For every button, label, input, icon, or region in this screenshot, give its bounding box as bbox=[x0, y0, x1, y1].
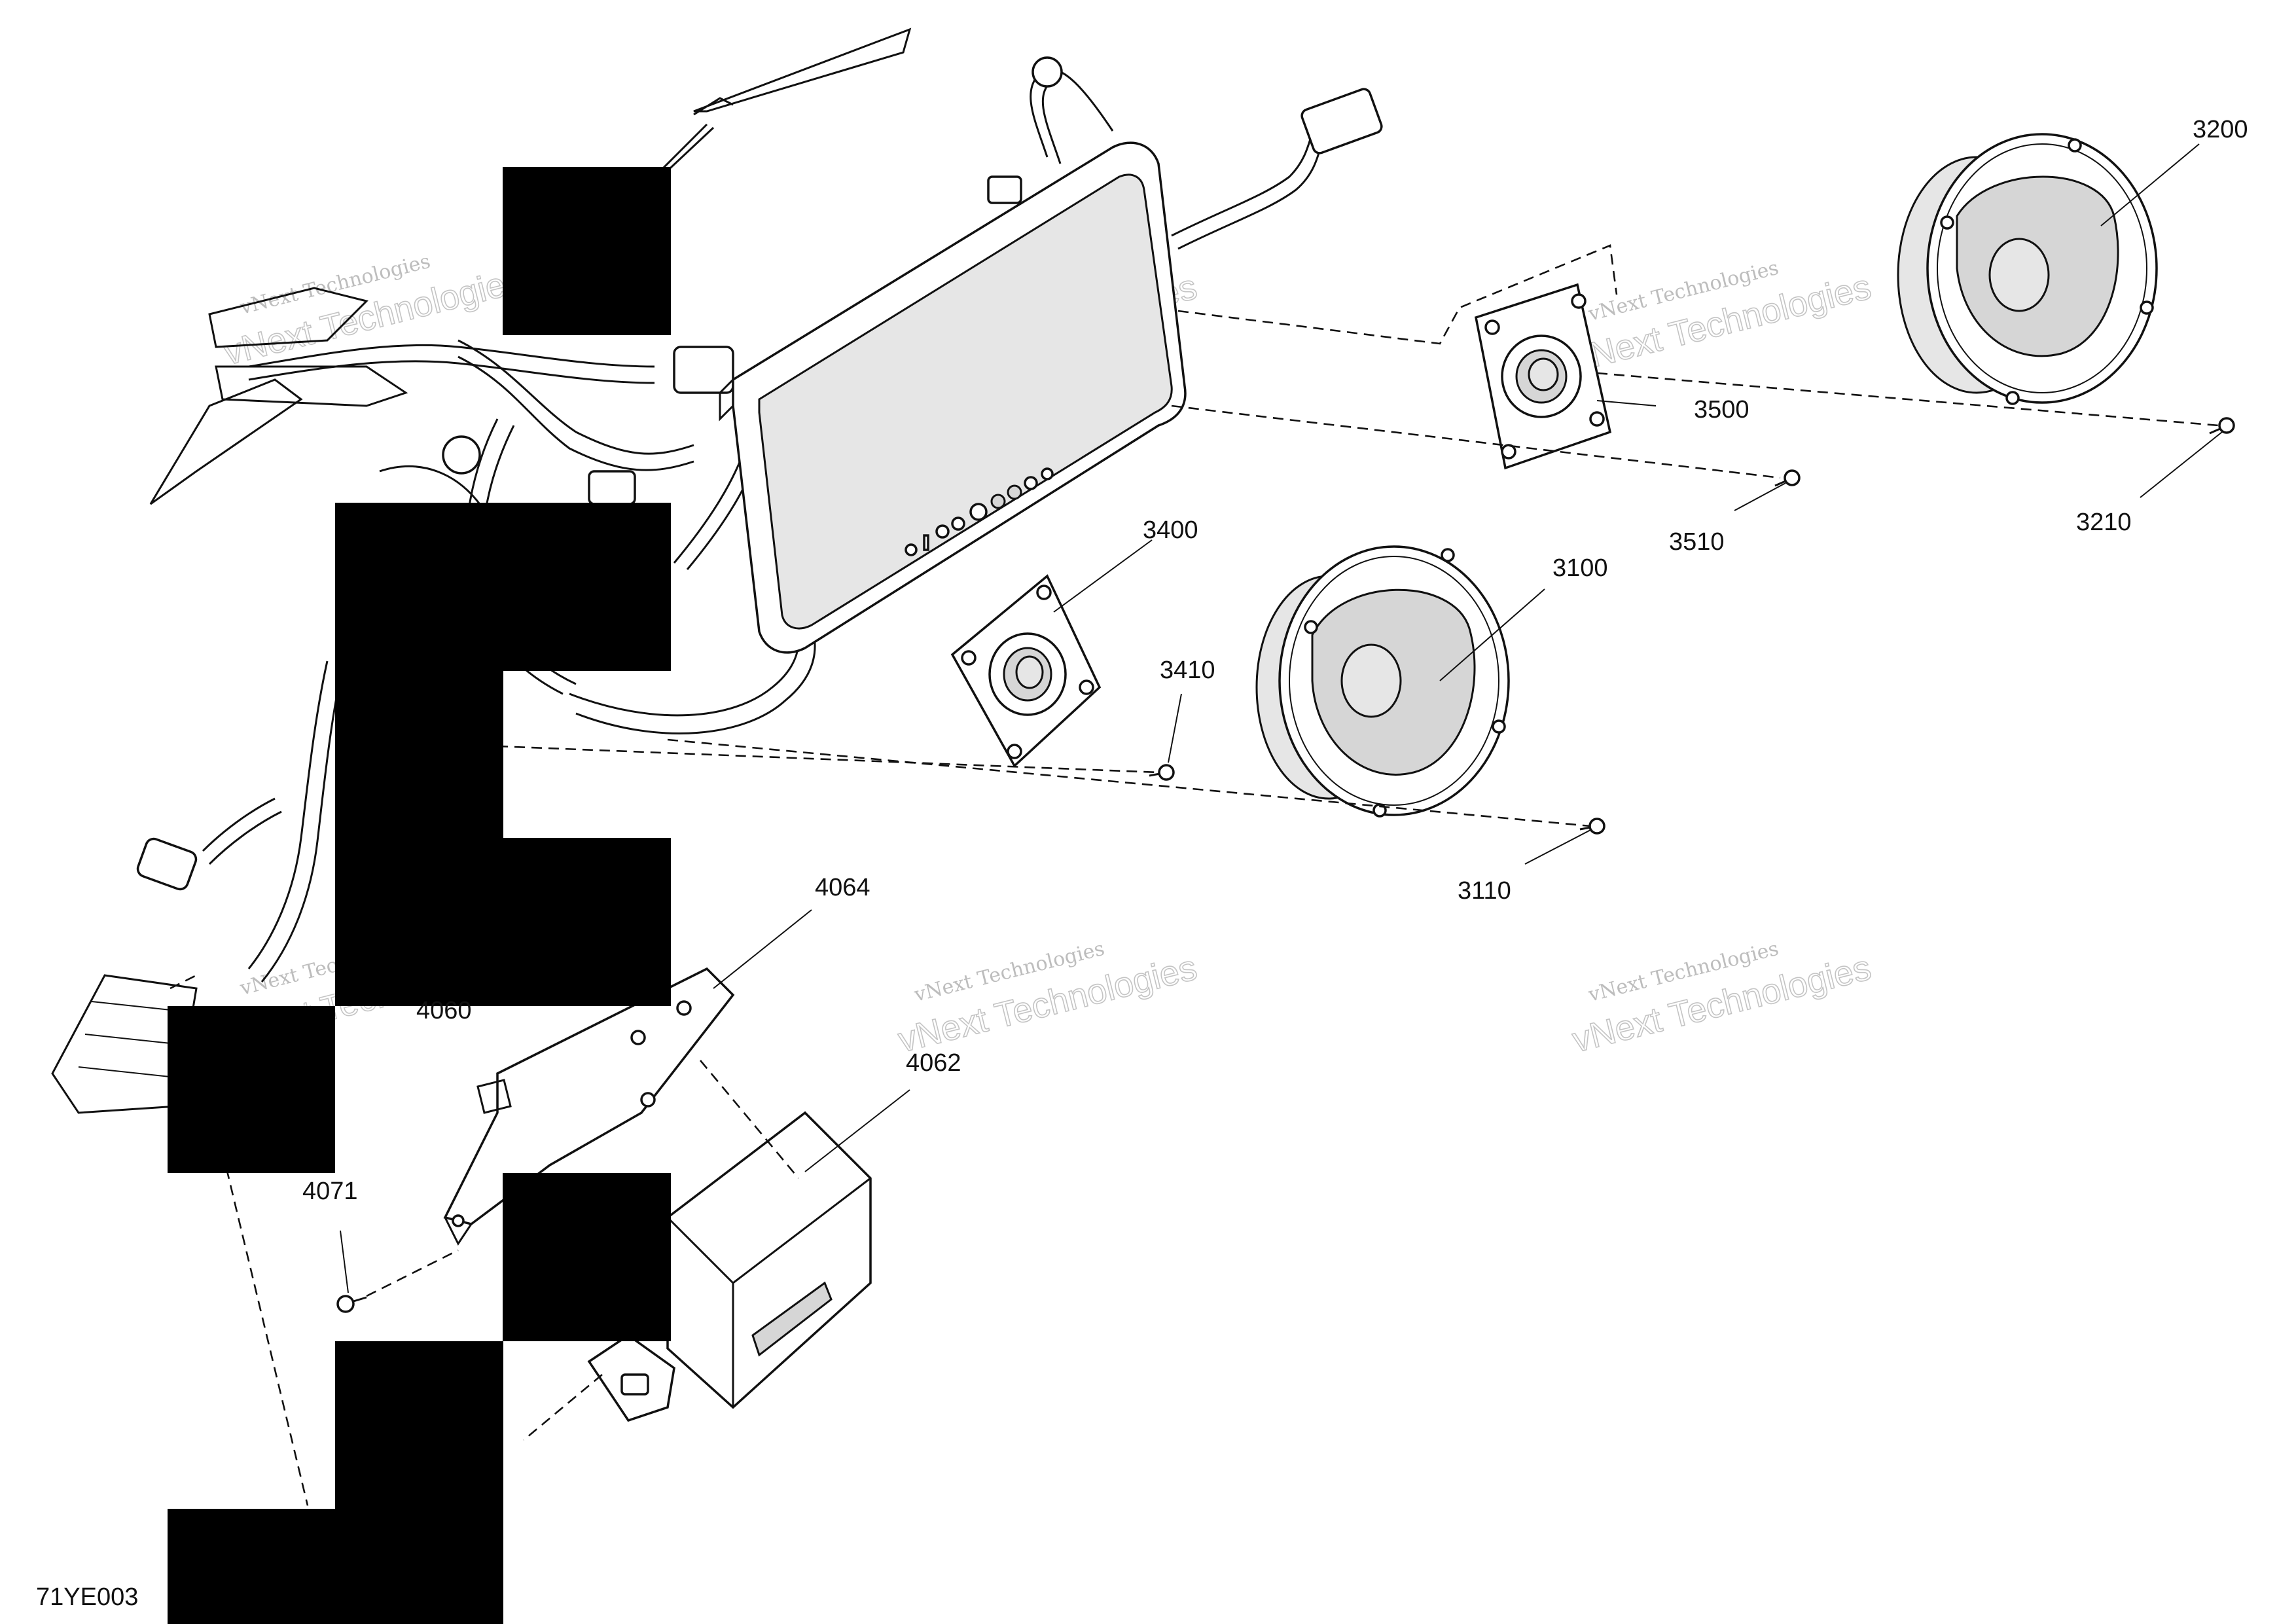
wiring-harness bbox=[51, 27, 1022, 1114]
display-button-row bbox=[905, 467, 1054, 556]
callout-3400: 3400 bbox=[1143, 516, 1198, 544]
speaker-3200 bbox=[1897, 133, 2158, 405]
watermark-6: vNext Technologies vNext Technologies bbox=[1568, 937, 1876, 1060]
callout-3510: 3510 bbox=[1669, 528, 1725, 556]
tweeter-3400 bbox=[950, 574, 1102, 768]
leader-lines bbox=[340, 143, 2223, 1293]
screw-3410 bbox=[1149, 764, 1175, 781]
callout-3100: 3100 bbox=[1552, 554, 1608, 582]
bracket-4064 bbox=[443, 967, 735, 1246]
callout-3500: 3500 bbox=[1694, 396, 1749, 424]
callout-3410: 3410 bbox=[1160, 657, 1215, 684]
screw-3510 bbox=[1774, 469, 1801, 487]
amplifier-4062 bbox=[587, 1111, 872, 1422]
callout-3200: 3200 bbox=[2193, 116, 2248, 143]
screw-3210 bbox=[2209, 417, 2235, 435]
callout-labels: 3200 3500 3510 3210 3400 3100 3410 3110 … bbox=[36, 116, 2248, 1611]
assembly-lines bbox=[170, 244, 2219, 1506]
redaction-blocks bbox=[168, 167, 671, 1624]
callout-4060: 4060 bbox=[416, 997, 472, 1024]
speaker-3100 bbox=[1255, 545, 1510, 818]
callout-4062: 4062 bbox=[906, 1049, 961, 1077]
callout-3210: 3210 bbox=[2076, 509, 2132, 536]
callout-4071: 4071 bbox=[302, 1178, 358, 1205]
display-unit bbox=[719, 56, 1383, 654]
figure-id: 71YE003 bbox=[36, 1583, 138, 1611]
screw-4071 bbox=[336, 1295, 367, 1313]
watermark-5: vNext Technologies vNext Technologies bbox=[894, 937, 1202, 1060]
callout-3110: 3110 bbox=[1458, 877, 1511, 905]
tweeter-3500 bbox=[1474, 283, 1612, 470]
watermark-3: vNext Technologies vNext Technologies bbox=[1568, 257, 1876, 380]
callout-4064: 4064 bbox=[815, 874, 870, 901]
